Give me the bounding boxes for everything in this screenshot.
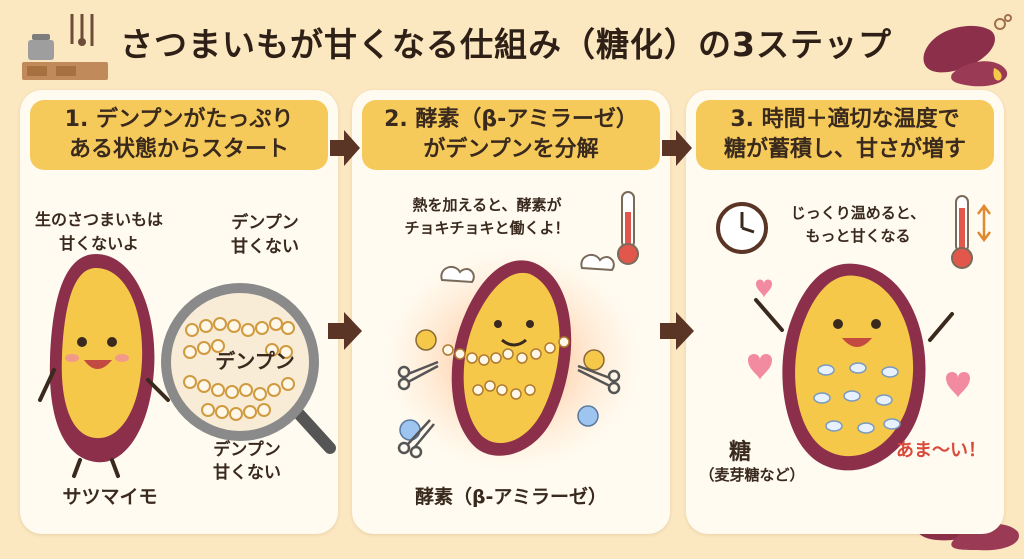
step3-note-line1: じっくり温めると、 [790,204,926,222]
step2-heading: 2. 酵素（β-アミラーゼ） がデンプンを分解 [362,100,660,170]
step1-heading: 1. デンプンがたっぷり ある状態からスタート [30,100,328,170]
sweet-potato-character [38,254,170,478]
raw-note-line2: 甘くないよ [59,234,139,253]
kitchen-icon [22,14,108,80]
sugar-label: 糖 [728,440,751,465]
starch-top-line2: 甘くない [231,237,299,257]
sweet-potato-label: サツマイモ [62,486,158,508]
step2-panel: 2. 酵素（β-アミラーゼ） がデンプンを分解 熱を加えると、酵素が チョキチョ… [352,90,670,534]
clock-icon [716,202,768,254]
arrow-right-icon [660,312,694,350]
arrow-right-icon [330,130,360,166]
step3-heading-line1: 3. 時間＋適切な温度で [730,107,960,132]
magnifier-icon [161,283,336,454]
arrow-right-icon [328,312,362,350]
raw-note-line1: 生のさつまいもは [34,210,163,229]
starch-bottom-line1: デンプン [213,440,281,460]
starch-top-line1: デンプン [231,213,299,233]
step2-note-line1: 熱を加えると、酵素が [412,196,562,214]
thermometer-up-icon [951,195,991,269]
sweet-exclaim: あま〜い！ [896,440,986,461]
sweet-potato-sugar-illustration [748,263,970,471]
step3-heading-line2: 糖が蓄積し、甘さが増す [723,137,966,162]
step1-panel: 1. デンプンがたっぷり ある状態からスタート 生のさつまいもは 甘くないよ デ… [20,90,338,534]
step3-panel: 3. 時間＋適切な温度で 糖が蓄積し、甘さが増す じっくり温めると、 もっと甘く… [686,90,1004,534]
arrow-right-icon [662,130,692,166]
sugar-sub-label: （麦芽糖など） [699,466,805,484]
step2-heading-line2: がデンプンを分解 [423,137,599,162]
thermometer-icon [617,191,639,265]
starch-center-label: デンプン [215,349,295,373]
sweet-potato-decoration-top [923,14,1012,87]
enzyme-label: 酵素（β-アミラーゼ） [414,486,608,508]
step2-note-line2: チョキチョキと働くよ！ [404,219,570,237]
step3-heading: 3. 時間＋適切な温度で 糖が蓄積し、甘さが増す [696,100,994,170]
page-title: さつまいもが甘くなる仕組み（糖化）の3ステップ [120,25,892,64]
step2-heading-line1: 2. 酵素（β-アミラーゼ） [384,107,638,132]
step1-heading-line2: ある状態からスタート [68,137,289,162]
starch-bottom-line2: 甘くない [213,463,281,483]
enzyme-potato-illustration [382,248,642,472]
step1-heading-line1: 1. デンプンがたっぷり [64,107,294,132]
step3-note-line2: もっと甘くなる [805,227,911,245]
